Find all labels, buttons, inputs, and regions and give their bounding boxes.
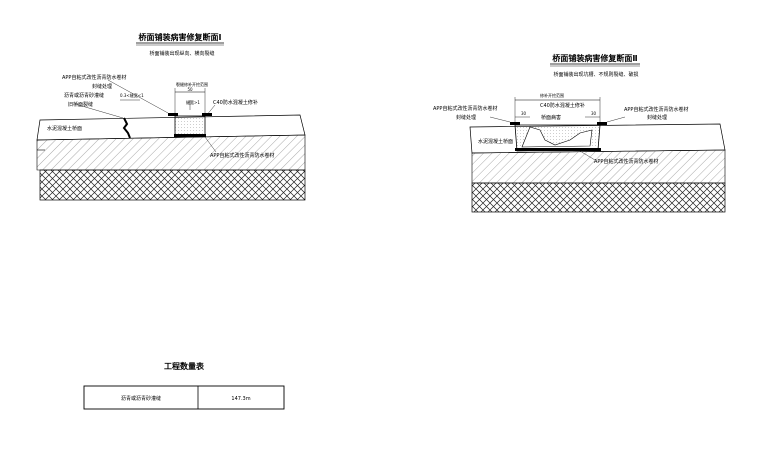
s1-crack-label: 旧桥面裂缝 [68,101,93,108]
s1-dim-50: 50 [187,87,193,92]
section-2: 桥面铺装病害修复断面Ⅱ 桥面铺装出现坑槽、不规则裂缝、破损 修补开挖范围 C40… [433,53,726,213]
bottom-membrane-strip [174,134,206,137]
s2-seal-right-label: 封缝处理 [647,114,667,121]
s2-seal-left-label: 封缝处理 [456,114,476,121]
quantity-table: 工程数量表 沥青或沥青砂灌缝 147.3m [83,361,285,410]
s1-membrane-label: APP自粘式改性沥青防水卷材 [62,74,126,81]
hatched-layer-2 [471,149,726,184]
section-1-title: 桥面铺装病害修复断面Ⅰ [139,32,222,42]
s1-bottom-membrane-label: APP自粘式改性沥青防水卷材 [210,152,274,159]
base-layer-2 [471,182,726,213]
quantity-table-title: 工程数量表 [164,361,205,371]
section-2-subtitle: 桥面铺装出现坑槽、不规则裂缝、破损 [553,71,638,78]
s2-deck-label: 水泥混凝土桥面 [478,138,513,145]
repair-trench [174,115,206,137]
s1-asphalt-label: 沥青或沥青砂灌缝 [64,92,104,99]
s2-damage-label: 桥面病害 [541,114,561,121]
s1-c40-label: C40防水混凝土修补 [213,99,258,106]
s2-membrane-right-label: APP自粘式改性沥青防水卷材 [624,106,688,113]
s1-range-label: 裂缝修补开挖范围 [176,81,208,87]
s2-c40-label: C40防水混凝土修补 [540,102,585,109]
s1-seal-label: 封缝处理 [92,83,112,90]
section-2-title: 桥面铺装病害修复断面Ⅱ [552,53,637,63]
s1-crack-width: 0.3<缝宽<1 [120,92,144,98]
base-layer [39,169,306,201]
s2-dim-right: 30 [591,111,597,116]
s1-gap-label: 缝宽>1 [186,99,200,105]
damage-zone [521,126,593,148]
s2-range-label: 修补开挖范围 [540,92,564,98]
table-row-value: 147.3m [231,396,250,402]
table-row-item: 沥青或沥青砂灌缝 [121,395,161,402]
section-1-subtitle: 桥面铺装出现纵向、横向裂缝 [149,50,214,57]
s2-membrane-left-label: APP自粘式改性沥青防水卷材 [433,105,497,112]
s1-deck-label: 水泥混凝土桥面 [47,125,82,132]
s2-dim-left: 30 [521,111,527,116]
s2-bottom-membrane-label: APP自粘式改性沥青防水卷材 [594,158,658,165]
crack-mark [122,117,131,139]
section-1: 桥面铺装病害修复断面Ⅰ 桥面铺装出现纵向、横向裂缝 APP自粘式改性沥青防水卷材… [36,32,306,201]
